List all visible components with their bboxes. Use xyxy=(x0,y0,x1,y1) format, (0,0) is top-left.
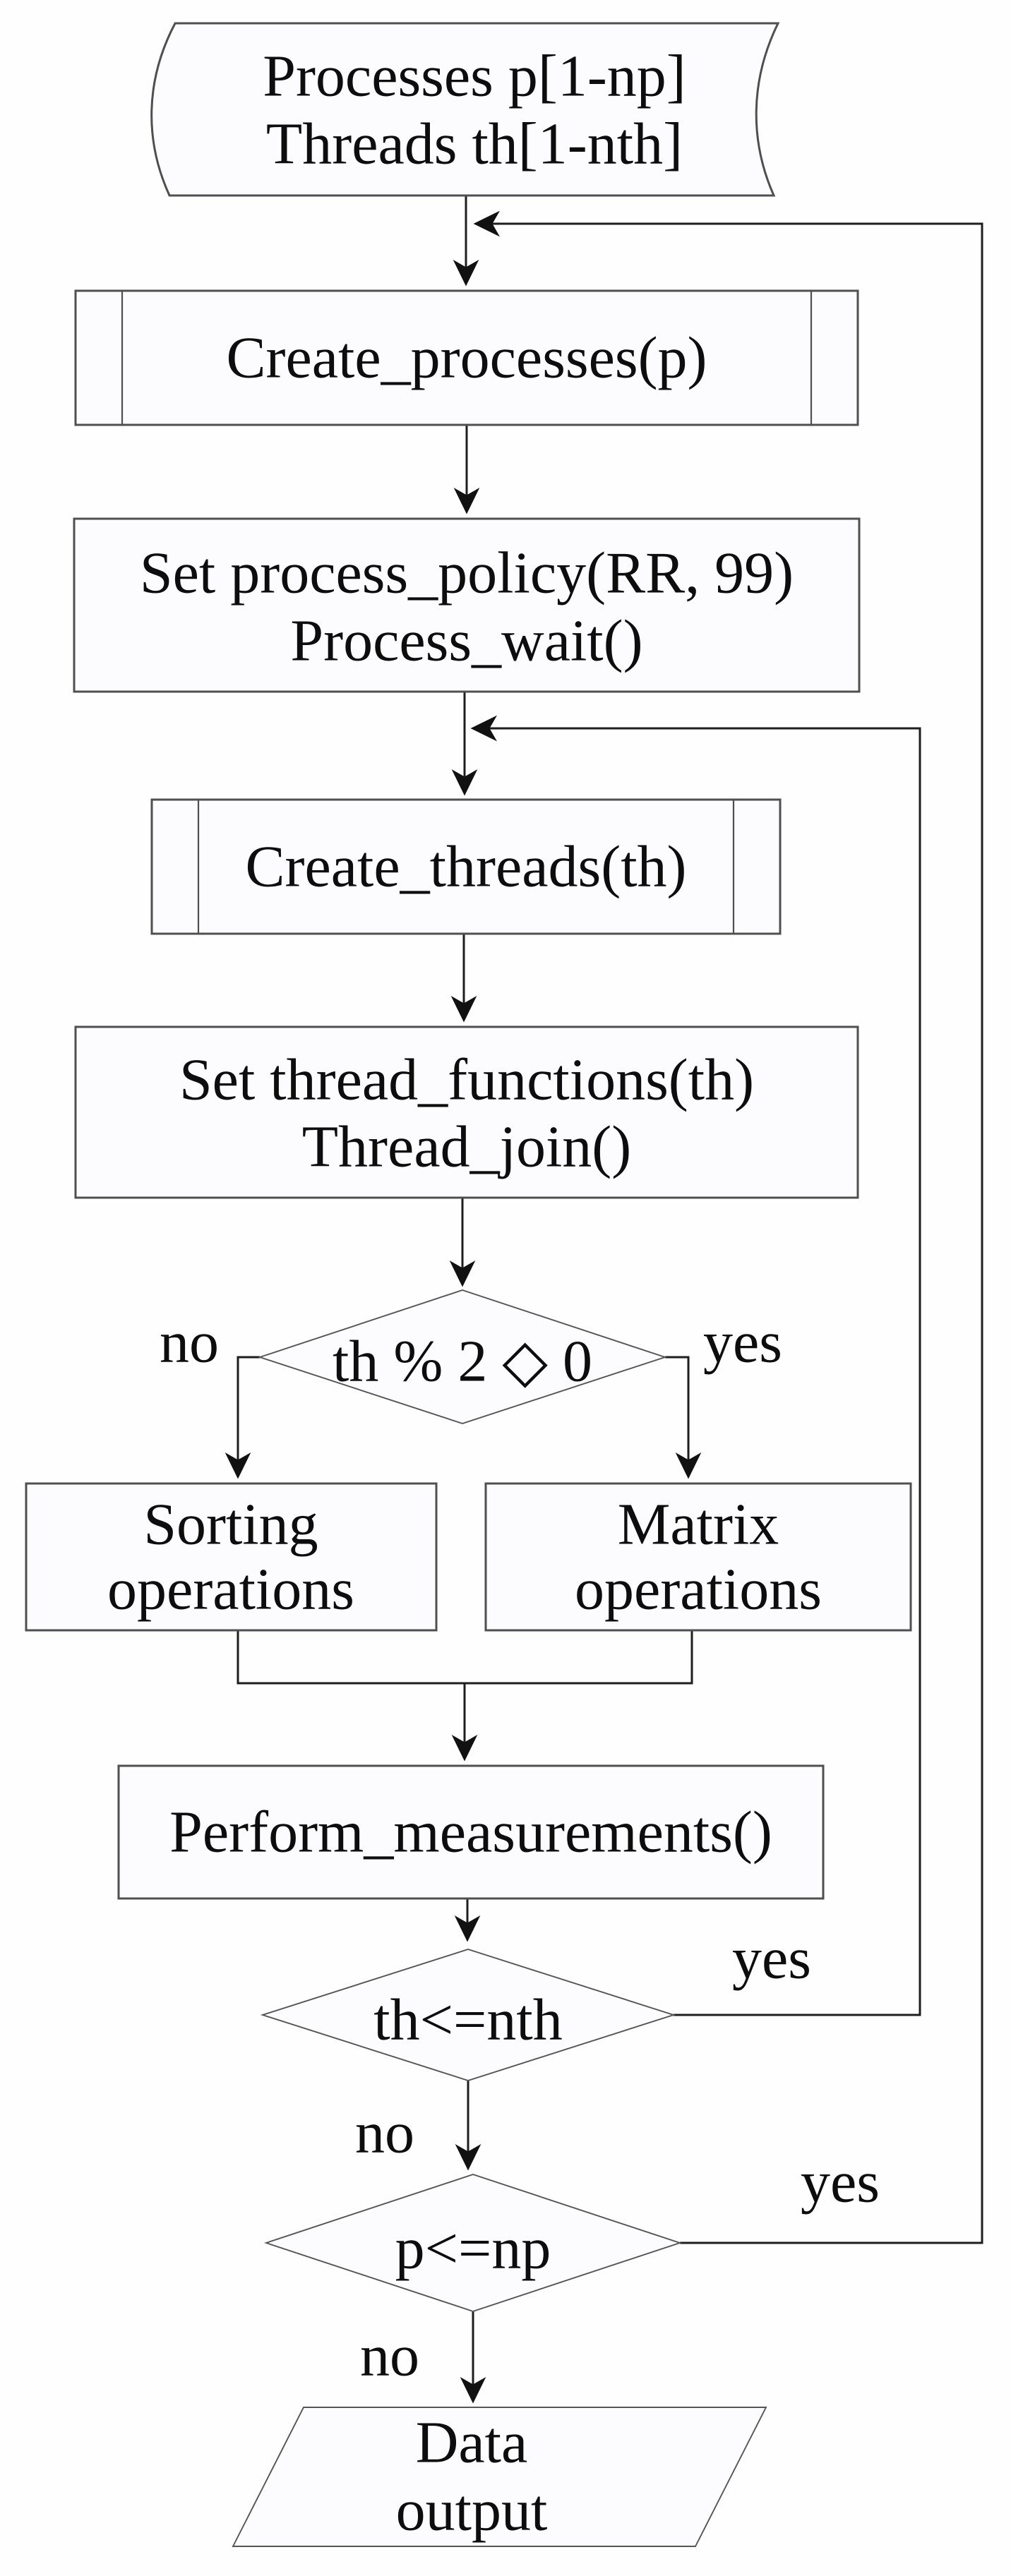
process-loop-label: p<=np xyxy=(395,2216,551,2282)
thread-loop-yes-label: yes xyxy=(732,1926,811,1992)
set-thread-functions-line-1: Set thread_functions(th) xyxy=(179,1047,754,1113)
node-process-loop-decision: p<=np xyxy=(263,2173,683,2313)
parity-no-label: no xyxy=(160,1310,219,1376)
predefined-process-shape xyxy=(150,798,782,935)
perform-measurements-label: Perform_measurements() xyxy=(169,1800,772,1865)
process-loop-yes-label: yes xyxy=(801,2150,880,2215)
connector-process-loop-yes-return xyxy=(473,210,983,2244)
connector-parity-no-to-sorting xyxy=(225,1356,260,1479)
set-thread-functions-line-2: Thread_join() xyxy=(302,1114,631,1180)
thread-parity-label: th % 2 ◇ 0 xyxy=(333,1329,592,1395)
process-shape xyxy=(74,1025,859,1199)
matrix-line-2: operations xyxy=(575,1557,822,1623)
input-line-1: Processes p[1-np] xyxy=(263,44,686,109)
node-input: Processes p[1-np] Threads th[1-nth] xyxy=(150,22,780,197)
connectors xyxy=(225,196,983,2404)
node-create-threads: Create_threads(th) xyxy=(150,798,782,935)
node-set-process-policy: Set process_policy(RR, 99) Process_wait(… xyxy=(73,517,861,693)
decision-shape xyxy=(257,1289,668,1424)
connector-parity-yes-to-matrix xyxy=(665,1356,702,1479)
thread-loop-label: th<=nth xyxy=(373,1987,562,2053)
node-thread-loop-decision: th<=nth xyxy=(260,1949,676,2081)
matrix-line-1: Matrix xyxy=(618,1492,779,1558)
node-sorting-operations: Sorting operations xyxy=(25,1482,438,1632)
input-line-2: Threads th[1-nth] xyxy=(266,112,683,177)
node-perform-measurements: Perform_measurements() xyxy=(117,1764,825,1900)
process-shape xyxy=(484,1482,912,1632)
process-shape xyxy=(73,517,861,693)
connector-thread-loop-yes-return xyxy=(470,715,921,2016)
create-threads-label: Create_threads(th) xyxy=(245,834,686,900)
create-processes-label: Create_processes(p) xyxy=(226,325,707,391)
data-output-line-2: output xyxy=(396,2478,548,2544)
thread-loop-no-label: no xyxy=(355,2100,414,2166)
node-create-processes: Create_processes(p) xyxy=(74,289,859,426)
data-output-line-1: Data xyxy=(416,2410,528,2476)
node-matrix-operations: Matrix operations xyxy=(484,1482,912,1632)
decision-shape xyxy=(263,2173,683,2313)
node-data-output: Data output xyxy=(232,2407,767,2547)
set-process-policy-line-2: Process_wait() xyxy=(290,608,642,674)
parallelogram-shape xyxy=(232,2407,767,2547)
set-process-policy-line-1: Set process_policy(RR, 99) xyxy=(140,541,794,606)
sorting-line-1: Sorting xyxy=(143,1492,318,1558)
process-shape xyxy=(25,1482,438,1632)
predefined-process-shape xyxy=(74,289,859,426)
parity-yes-label: yes xyxy=(703,1310,782,1376)
node-thread-parity-decision: th % 2 ◇ 0 xyxy=(257,1289,668,1424)
process-loop-no-label: no xyxy=(360,2323,419,2389)
node-set-thread-functions: Set thread_functions(th) Thread_join() xyxy=(74,1025,859,1199)
sorting-line-2: operations xyxy=(107,1557,354,1623)
decision-shape xyxy=(260,1949,676,2081)
stored-data-shape xyxy=(150,22,780,197)
process-shape xyxy=(117,1764,825,1900)
